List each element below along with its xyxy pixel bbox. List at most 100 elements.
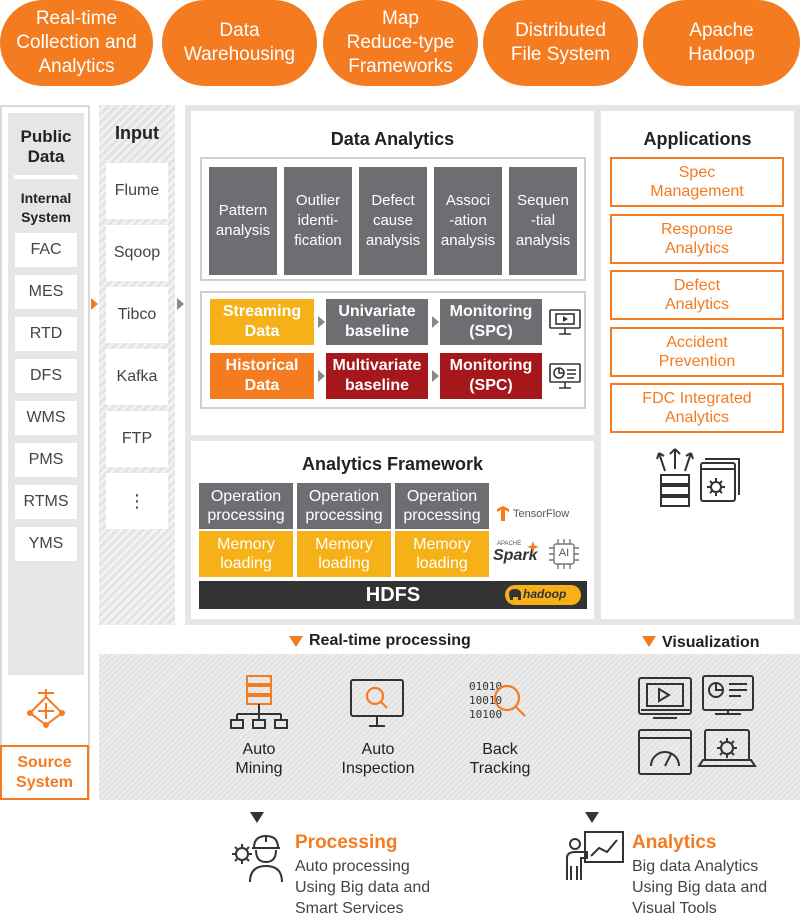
monitor-chart-icon <box>549 363 581 389</box>
app-fdc-analytics: FDC Integrated Analytics <box>610 383 784 433</box>
category-data-warehousing: Data Warehousing <box>162 0 317 86</box>
arrow-to-analytics-icon <box>177 298 184 310</box>
app-spec-management: Spec Management <box>610 157 784 207</box>
category-map-reduce: Map Reduce-type Frameworks <box>323 0 478 86</box>
step-outlier-identification: Outlier identi- fication <box>284 167 352 275</box>
data-server-gear-icon <box>656 448 740 507</box>
arrow-to-input-icon <box>91 298 98 310</box>
app-accident-prevention: Accident Prevention <box>610 327 784 377</box>
operation-processing-3: Operation processing <box>395 483 489 529</box>
public-data-panel: Public Data Internal System FAC MES RTD … <box>8 113 84 675</box>
flow-arrow-icon <box>432 370 439 382</box>
hadoop-logo: hadoop <box>505 585 581 605</box>
system-item-pms: PMS <box>15 443 77 477</box>
step-defect-cause: Defect cause analysis <box>359 167 427 275</box>
input-item-ftp: FTP <box>106 411 168 467</box>
binary-digits: 01010 10010 10100 <box>469 680 503 721</box>
analytics-title: Analytics <box>632 832 717 853</box>
back-tracking-label: Back Tracking <box>469 741 531 777</box>
ai-chip-icon: AI <box>547 537 581 571</box>
input-item-sqoop: Sqoop <box>106 225 168 281</box>
tensorflow-icon <box>497 506 509 521</box>
internal-system-title: Internal System <box>20 190 72 225</box>
category-realtime-collection: Real-time Collection and Analytics <box>0 0 153 86</box>
applications-title: Applications <box>643 129 752 149</box>
data-analytics-title: Data Analytics <box>330 129 455 149</box>
auto-inspection-label: Auto Inspection <box>341 741 415 777</box>
input-item-kafka: Kafka <box>106 349 168 405</box>
processing-band: Auto Mining Auto Inspection 01010 10010 … <box>99 654 800 800</box>
processing-description: Auto processing Using Big data and Smart… <box>295 858 431 917</box>
app-defect-analytics: Defect Analytics <box>610 270 784 320</box>
system-item-fac: FAC <box>15 233 77 267</box>
tensorflow-text: TensorFlow <box>513 508 570 520</box>
worker-gear-icon <box>232 834 283 883</box>
spark-star-icon <box>527 541 539 553</box>
visualization-arrow-icon <box>642 636 656 647</box>
hadoop-text: hadoop <box>523 587 567 601</box>
input-column: Input Flume Sqoop Tibco Kafka FTP ⋮ <box>99 105 175 625</box>
analytics-framework-title: Analytics Framework <box>301 454 484 474</box>
apache-text: APACHE <box>497 541 522 547</box>
flow-arrow-icon <box>318 370 325 382</box>
dashboard-icons <box>638 675 757 775</box>
auto-mining-label: Auto Mining <box>235 741 283 777</box>
system-item-dfs: DFS <box>15 359 77 393</box>
memory-loading-1: Memory loading <box>199 531 293 577</box>
analysis-steps-group: Pattern analysis Outlier identi- ficatio… <box>200 157 586 281</box>
input-item-tibco: Tibco <box>106 287 168 343</box>
input-title: Input <box>115 123 159 143</box>
system-item-rtd: RTD <box>15 317 77 351</box>
monitoring-spc-box-historical: Monitoring (SPC) <box>440 353 542 399</box>
multivariate-baseline-box: Multivariate baseline <box>326 353 428 399</box>
public-data-title: Public Data <box>20 127 72 166</box>
step-pattern-analysis: Pattern analysis <box>209 167 277 275</box>
system-item-rtms: RTMS <box>15 485 77 519</box>
auto-mining-icon <box>230 675 288 729</box>
source-network-icon <box>27 689 65 728</box>
back-tracking-icon: 01010 10010 10100 <box>469 678 529 728</box>
analytics-description: Big data Analytics Using Big data and Vi… <box>632 858 768 917</box>
processing-title: Processing <box>295 832 398 853</box>
source-system-label: Source System <box>0 745 89 800</box>
tensorflow-logo: TensorFlow <box>496 505 588 523</box>
category-apache-hadoop: Apache Hadoop <box>643 0 800 86</box>
analytics-framework-panel: Analytics Framework Operation processing… <box>191 441 594 619</box>
spark-text: Spark <box>493 547 538 564</box>
univariate-baseline-box: Univariate baseline <box>326 299 428 345</box>
flow-arrow-icon <box>318 316 325 328</box>
operation-processing-1: Operation processing <box>199 483 293 529</box>
analytics-area: Data Analytics Pattern analysis Outlier … <box>185 105 800 625</box>
more-icon: ⋮ <box>106 473 168 529</box>
ai-text: AI <box>558 547 570 559</box>
analytics-arrow-icon <box>585 812 599 823</box>
realtime-arrow-icon <box>289 636 303 647</box>
hdfs-bar: HDFS hadoop <box>199 581 587 609</box>
divider <box>14 175 78 179</box>
visualization-label: Visualization <box>662 634 760 651</box>
step-arrow-icon <box>430 188 437 200</box>
category-distributed-fs: Distributed File System <box>483 0 638 86</box>
step-arrow-icon <box>280 188 287 200</box>
step-arrow-icon <box>355 188 362 200</box>
monitor-play-icon <box>549 309 581 335</box>
streaming-data-box: Streaming Data <box>210 299 314 345</box>
operation-processing-2: Operation processing <box>297 483 391 529</box>
step-arrow-icon <box>505 188 512 200</box>
public-data-column: Public Data Internal System FAC MES RTD … <box>0 105 90 800</box>
monitoring-group: Streaming Data Univariate baseline Monit… <box>200 291 586 409</box>
flow-arrow-icon <box>432 316 439 328</box>
processing-arrow-icon <box>250 812 264 823</box>
auto-inspection-icon <box>350 679 404 727</box>
monitoring-spc-box: Monitoring (SPC) <box>440 299 542 345</box>
memory-loading-2: Memory loading <box>297 531 391 577</box>
applications-panel: Applications Spec Management Response An… <box>601 111 794 619</box>
hdfs-label: HDFS <box>365 584 421 606</box>
memory-loading-3: Memory loading <box>395 531 489 577</box>
system-item-wms: WMS <box>15 401 77 435</box>
historical-data-box: Historical Data <box>210 353 314 399</box>
input-item-flume: Flume <box>106 163 168 219</box>
system-item-mes: MES <box>15 275 77 309</box>
elephant-icon <box>509 589 521 600</box>
presenter-chart-icon <box>566 831 624 880</box>
